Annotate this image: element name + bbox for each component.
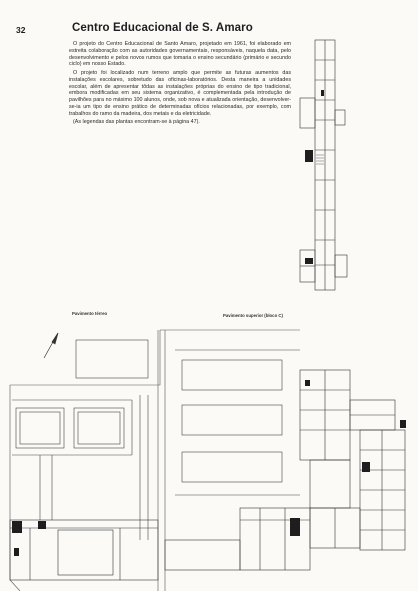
- caption-ground-floor: Pavimento térreo: [72, 311, 108, 316]
- paragraph-3: (As legendas das plantas encontram-se à …: [73, 119, 200, 126]
- page-number: 32: [16, 25, 26, 35]
- paragraph-2: O projeto foi localizado num terreno amp…: [69, 70, 291, 117]
- page-title: Centro Educacional de S. Amaro: [72, 22, 253, 34]
- paragraph-1: O projeto do Centro Educacional de Santo…: [69, 41, 291, 68]
- body-text: O projeto do Centro Educacional de Santo…: [69, 41, 291, 128]
- north-arrow-icon: [43, 332, 59, 359]
- caption-upper-floor: Pavimento superior (bloco C): [223, 313, 283, 318]
